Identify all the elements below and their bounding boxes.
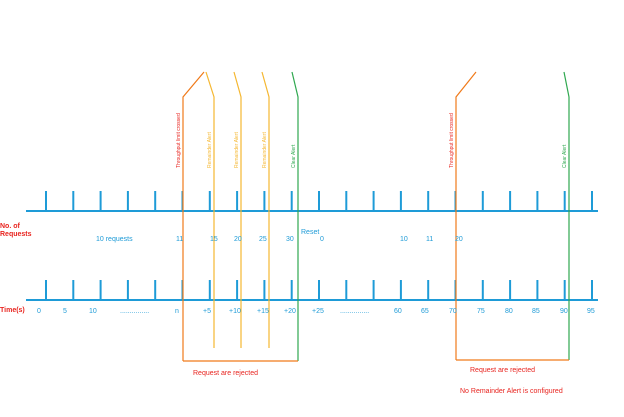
clear-line-2	[563, 71, 570, 360]
no-remainder-note: No Remainder Alert is configured	[460, 388, 563, 395]
remainder-label-2: Remainder Alert	[234, 132, 240, 168]
time-tick-label: 95	[587, 308, 595, 315]
time-tick-label: ...............	[340, 308, 369, 315]
ten-requests-label: 10 requests	[96, 236, 133, 243]
time-tick-label: 80	[505, 308, 513, 315]
clear-label-2: Clear Alert	[562, 144, 568, 168]
time-tick-label: 85	[532, 308, 540, 315]
time-tick-label: 5	[63, 308, 67, 315]
throughput-line-1	[182, 71, 205, 361]
remainder-line-2	[233, 71, 242, 348]
request-tick-label: 15	[210, 236, 218, 243]
rejected-label-1: Request are rejected	[193, 370, 258, 377]
time-tick-label: +20	[284, 308, 296, 315]
remainder-label-3: Remainder Alert	[262, 132, 268, 168]
no-of-label: No. of	[0, 223, 20, 230]
request-tick-label: 25	[259, 236, 267, 243]
reset-label: Reset	[301, 229, 319, 236]
requests-label: Requests	[0, 231, 32, 238]
time-tick-label: 70	[449, 308, 457, 315]
throughput-label-2: Throughput limit crossed	[449, 113, 455, 168]
time-tick-labels: 0 5 10 ............... n +5 +10 +15 +20 …	[37, 308, 595, 315]
request-tick-label: 10	[400, 236, 408, 243]
remainder-line-3	[261, 71, 270, 348]
clear-line-1	[291, 71, 299, 361]
rejected-label-2: Request are rejected	[470, 367, 535, 374]
time-tick-label: +25	[312, 308, 324, 315]
remainder-label-1: Remainder Alert	[207, 132, 213, 168]
time-tick-label: ...............	[120, 308, 149, 315]
remainder-line-1	[205, 71, 215, 348]
time-tick-label: +15	[257, 308, 269, 315]
request-tick-label: 11	[176, 236, 183, 243]
time-tick-label: 0	[37, 308, 41, 315]
time-tick-label: 90	[560, 308, 568, 315]
time-tick-label: +10	[229, 308, 241, 315]
request-tick-label: 11	[426, 236, 433, 243]
request-tick-label: 30	[286, 236, 294, 243]
throughput-line-2	[455, 71, 477, 360]
request-tick-label: 0	[320, 236, 324, 243]
time-tick-label: 65	[421, 308, 429, 315]
time-tick-label: +5	[203, 308, 211, 315]
time-tick-label: 60	[394, 308, 402, 315]
request-tick-label: 20	[455, 236, 463, 243]
time-tick-label: 10	[89, 308, 97, 315]
time-tick-label: n	[175, 308, 179, 315]
time-label: Time(s)	[0, 307, 25, 314]
clear-label-1: Clear Alert	[291, 144, 297, 168]
request-tick-label: 20	[234, 236, 242, 243]
throughput-label-1: Throughput limit crossed	[176, 113, 182, 168]
time-axis-ticks	[45, 280, 593, 300]
time-tick-label: 75	[477, 308, 485, 315]
requests-axis-ticks	[45, 191, 593, 211]
requests-tick-labels: 11 15 20 25 30 0 10 11 20	[176, 236, 463, 243]
